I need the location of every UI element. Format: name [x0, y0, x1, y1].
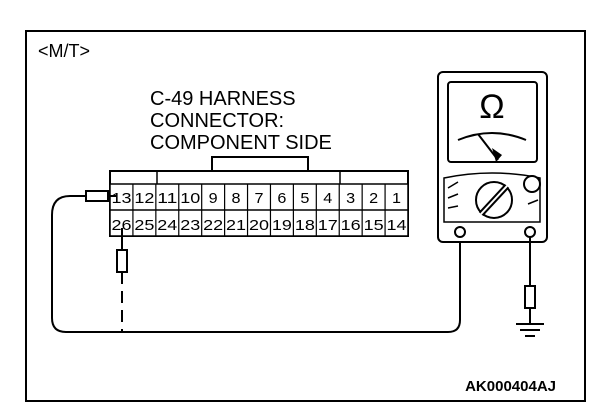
- pin-17: 17: [318, 217, 338, 234]
- pin-4: 4: [323, 190, 332, 207]
- pin-13: 13: [111, 190, 131, 207]
- pin-24: 24: [157, 217, 177, 234]
- figure-frame: [25, 30, 586, 402]
- pin-15: 15: [364, 217, 384, 234]
- pin-3: 3: [346, 190, 355, 207]
- pin-5: 5: [300, 190, 309, 207]
- ground-lead: [516, 237, 544, 337]
- pin-14: 14: [387, 217, 407, 234]
- zero-adjust-knob: [523, 175, 541, 193]
- connector-label-line2: CONNECTOR:: [150, 110, 284, 132]
- meter-terminal-left: [454, 226, 466, 238]
- pin-22: 22: [203, 217, 223, 234]
- pin-11: 11: [157, 190, 177, 207]
- pin-20: 20: [249, 217, 269, 234]
- pin-12: 12: [134, 190, 154, 207]
- pin-26: 26: [111, 217, 131, 234]
- connector-label-line1: C-49 HARNESS: [150, 88, 296, 110]
- pin-dividers: [132, 184, 386, 236]
- ohmmeter: Ω: [437, 71, 548, 243]
- pin-9: 9: [209, 190, 218, 207]
- probe-wire-pin26: [116, 228, 128, 332]
- pin-16: 16: [341, 217, 361, 234]
- figure-code: AK000404AJ: [465, 378, 556, 395]
- pin-19: 19: [272, 217, 292, 234]
- meter-display: [447, 81, 538, 163]
- connector-label-line3: COMPONENT SIDE: [150, 132, 332, 154]
- pin-8: 8: [232, 190, 241, 207]
- variant-label: <M/T>: [38, 41, 90, 61]
- pin-10: 10: [180, 190, 200, 207]
- pin-1: 1: [392, 190, 401, 207]
- pin-18: 18: [295, 217, 315, 234]
- meter-terminal-right: [524, 226, 536, 238]
- pin-2: 2: [369, 190, 378, 207]
- pin-25: 25: [134, 217, 154, 234]
- pin-6: 6: [277, 190, 286, 207]
- pin-7: 7: [255, 190, 264, 207]
- meter-scale-arc: [457, 132, 527, 141]
- ohm-symbol: Ω: [479, 88, 504, 126]
- probe-wire-pin13: [51, 190, 461, 333]
- pin-21: 21: [226, 217, 246, 234]
- pin-23: 23: [180, 217, 200, 234]
